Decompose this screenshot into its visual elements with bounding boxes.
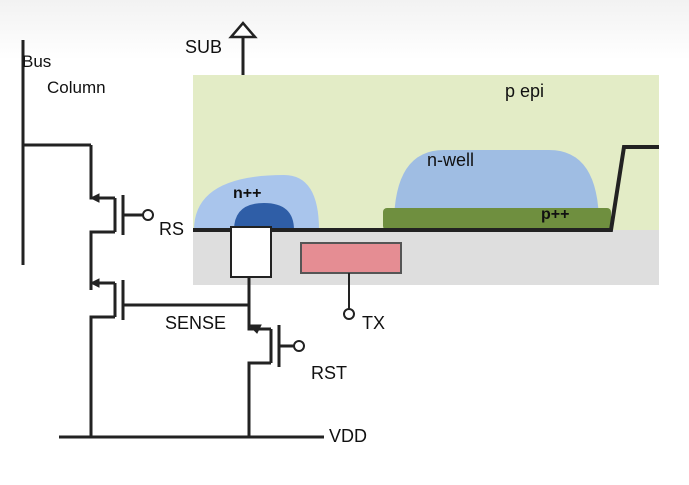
vdd-label: VDD: [329, 426, 367, 446]
n-well-region: [394, 150, 599, 225]
rst-gate-circle: [293, 340, 305, 352]
n-well-label: n-well: [427, 150, 474, 170]
tx-terminal-circle: [343, 308, 355, 320]
sub-label: SUB: [185, 37, 222, 57]
rst-label: RST: [311, 363, 347, 383]
tx-label: TX: [362, 313, 385, 333]
substrate-cross-section: [193, 21, 659, 320]
floating-diffusion-contact: [230, 226, 272, 278]
p-plus-plus-layer: [383, 208, 611, 230]
rs-arrow: [89, 193, 100, 203]
source-follower-transistor: [89, 278, 125, 320]
readout-circuit: [21, 40, 324, 439]
column-bus-label-line2: Bus: [22, 52, 51, 71]
n-plus-plus-region-inner: [234, 203, 294, 230]
n-plus-plus-label: n++: [233, 185, 261, 202]
rs-gate-circle: [142, 209, 154, 221]
rst-transistor: [247, 324, 305, 367]
transfer-gate: [300, 242, 402, 274]
rs-transistor: [89, 193, 154, 235]
p-epi-label: p epi: [505, 81, 544, 101]
p-plus-plus-label: p++: [541, 206, 569, 223]
sf-arrow: [89, 278, 100, 288]
sense-label: SENSE: [165, 313, 226, 333]
rs-label: RS: [159, 219, 184, 239]
substrate-surface-line: [193, 145, 659, 232]
rst-arrow: [247, 324, 262, 334]
sub-terminal-arrow: [228, 21, 258, 39]
column-bus-label-line1: Column: [47, 78, 106, 97]
